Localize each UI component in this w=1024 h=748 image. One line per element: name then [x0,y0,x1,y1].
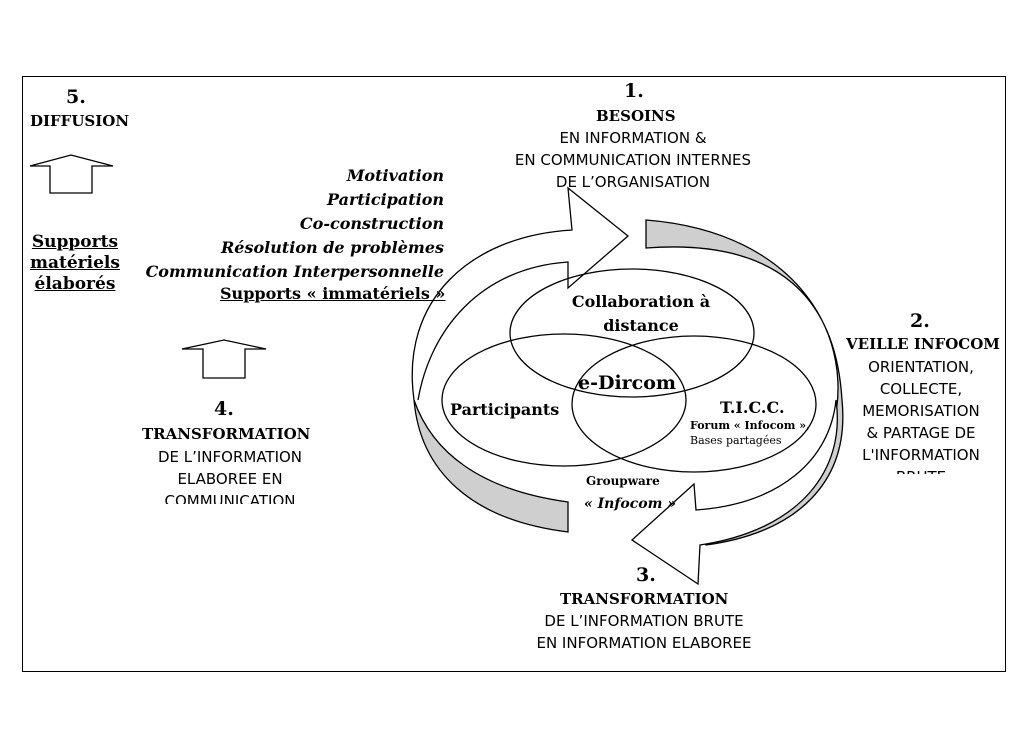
supports-immateriels: Supports « immatériels » [220,284,446,303]
step3-description: DE L’INFORMATION BRUTE EN INFORMATION EL… [494,610,794,654]
forum-text: Forum « Infocom », [690,419,810,432]
step4-title: TRANSFORMATION [142,425,311,443]
venn-participants [441,333,687,467]
venn-participants-label: Participants [450,400,560,419]
collaboration-line: distance [603,316,679,335]
venn-ticc [571,335,817,473]
step4-line: DE L’INFORMATION [157,448,303,466]
collaboration-line: Collaboration à [571,292,711,311]
step3-line: DE L’INFORMATION BRUTE [544,612,744,630]
supports-materiels-line: matériels [30,253,120,273]
cycle-arrow-bottom [630,399,838,586]
cycle-arrow-top [411,186,630,401]
outcome-item: Motivation [346,166,444,185]
step4-description: DE L’INFORMATION ELABOREE EN COMMUNICATI… [140,446,320,504]
step2-line: L'INFORMATION [862,446,980,464]
step1-line: DE L’ORGANISATION [555,173,711,191]
step1-description: EN INFORMATION & EN COMMUNICATION INTERN… [483,127,783,193]
step2-line: COLLECTE, [879,380,963,398]
outcome-item: Résolution de problèmes [221,238,444,257]
transformation-up-arrow [181,339,267,379]
step5-number: 5. [66,86,86,108]
step1-line: EN COMMUNICATION INTERNES [514,151,752,169]
diagram-frame [22,76,1006,672]
supports-materiels-line: élaborés [34,274,116,294]
step2-description: ORIENTATION, COLLECTE, MEMORISATION & PA… [846,356,996,474]
venn-ticc-label: T.I.C.C. [720,398,785,417]
step1-line: EN INFORMATION & [559,129,707,147]
outcome-item: Communication Interpersonnelle [145,262,444,281]
step2-line: ORIENTATION, [868,358,974,376]
step2-line: BRUTE [846,466,996,474]
diffusion-up-arrow [29,154,114,194]
step5-title: DIFFUSION [30,112,130,130]
venn-collaboration-label: Collaboration à distance [556,290,726,338]
venn-collaboration [509,268,755,398]
cycle-band-right [645,219,844,546]
step1-title: BESOINS [596,107,676,125]
step4-line: COMMUNICATION [164,492,296,504]
venn-bases-label: Bases partagées [690,434,782,447]
dircom-outcomes-list: Motivation Participation Co-construction… [146,164,444,284]
step2-line: MEMORISATION [862,402,980,420]
venn-forum-label: Forum « Infocom », [690,419,810,432]
step3-line: EN INFORMATION ELABOREE [536,634,752,652]
supports-materiels-line: Supports [31,232,119,252]
supports-materiels: Supports matériels élaborés [30,232,120,295]
step1-number: 1. [624,80,644,102]
groupware-name: « Infocom » [584,496,677,512]
step3-title: TRANSFORMATION [560,590,729,608]
step2-line: & PARTAGE DE [866,424,976,442]
outcome-item: Participation [326,190,444,209]
step4-number: 4. [214,398,234,420]
cycle-band-left [413,399,569,533]
step3-number: 3. [636,564,656,586]
step2-number: 2. [910,310,930,332]
outcome-item: Co-construction [299,214,444,233]
venn-center-label: e-Dircom [578,372,677,394]
step4-line: ELABOREE EN [177,470,283,488]
step2-title: VEILLE INFOCOM [846,335,1000,353]
groupware-label: Groupware [586,474,660,488]
